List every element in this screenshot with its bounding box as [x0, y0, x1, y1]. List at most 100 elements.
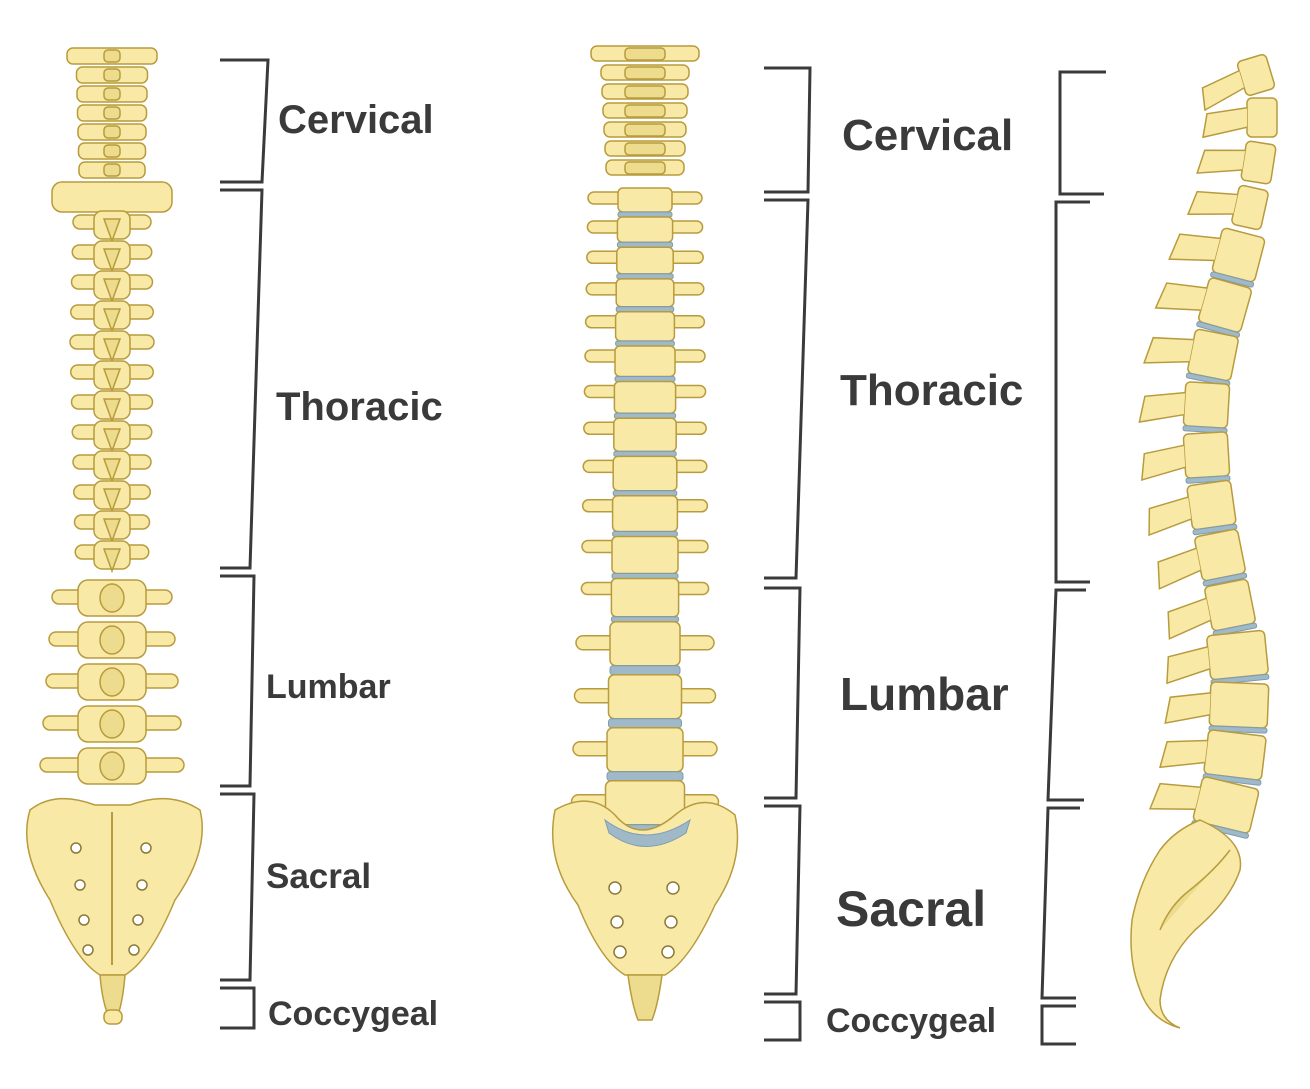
lateral-intervertebral-disc	[1202, 572, 1248, 587]
anterior-thoracic-vertebra	[611, 535, 679, 575]
posterior-spine-illustration	[39, 47, 185, 785]
anterior-vertebral-body	[624, 85, 666, 99]
posterior-spinous-process	[102, 548, 122, 574]
label-posterior-coccygeal: Coccygeal	[268, 995, 438, 1033]
posterior-spinous-process	[103, 68, 121, 82]
posterior-spinous-process	[102, 218, 122, 244]
bracket-posterior-thoracic	[220, 188, 264, 570]
lateral-intervertebral-disc	[1196, 321, 1241, 338]
bracket-lateral-coccygeal	[1040, 1004, 1076, 1046]
posterior-spinous-process	[103, 87, 121, 101]
lateral-vertebra	[1186, 184, 1269, 231]
lateral-vertebral-body	[1206, 629, 1269, 681]
lateral-spinous-process	[1167, 597, 1211, 640]
label-posterior-lumbar: Lumbar	[266, 668, 391, 706]
lateral-vertebra	[1141, 431, 1231, 484]
lateral-spinous-process	[1143, 336, 1194, 364]
posterior-spinous-process	[99, 751, 125, 781]
anterior-sacrum	[551, 800, 739, 1021]
bracket-lateral-lumbar	[1046, 588, 1086, 802]
lateral-intervertebral-disc	[1212, 622, 1258, 637]
anterior-thoracic-vertebra	[615, 278, 675, 308]
lateral-vertebral-body	[1231, 184, 1269, 231]
posterior-sacrum	[26, 797, 203, 1025]
anterior-intervertebral-disc	[609, 665, 681, 676]
lateral-spinous-process	[1164, 692, 1211, 725]
label-anterior-sacral: Sacral	[836, 881, 986, 937]
posterior-spinous-process	[102, 398, 122, 424]
lateral-intervertebral-disc	[1185, 475, 1231, 484]
anterior-intervertebral-disc	[608, 718, 682, 729]
label-posterior-cervical: Cervical	[278, 98, 434, 142]
lateral-vertebra	[1143, 328, 1239, 387]
posterior-spinous-process	[102, 308, 122, 334]
anterior-thoracic-vertebra	[611, 495, 679, 533]
posterior-spinous-process	[103, 125, 121, 139]
label-anterior-coccygeal: Coccygeal	[826, 1002, 996, 1040]
anterior-lumbar-vertebra	[606, 727, 684, 773]
lateral-vertebra	[1166, 629, 1270, 686]
anterior-intervertebral-disc	[606, 771, 684, 782]
lateral-vertebra	[1202, 97, 1278, 139]
lateral-vertebra	[1196, 140, 1277, 185]
posterior-spinous-process	[102, 248, 122, 274]
posterior-spinous-process	[103, 144, 121, 158]
anterior-vertebral-body	[624, 123, 666, 137]
posterior-spinous-process	[102, 428, 122, 454]
lateral-spinous-process	[1186, 190, 1238, 216]
lateral-spinous-process	[1166, 646, 1210, 685]
posterior-spinous-process	[99, 625, 125, 655]
posterior-spinous-process	[102, 278, 122, 304]
bracket-anterior-sacral	[764, 804, 802, 996]
lateral-spinous-process	[1196, 149, 1246, 174]
posterior-spinous-process	[103, 163, 121, 177]
anterior-vertebral-body	[624, 161, 666, 175]
lateral-sacrum-ridge	[1159, 849, 1231, 931]
lateral-vertebra	[1158, 729, 1267, 786]
bracket-posterior-lumbar	[220, 574, 256, 788]
lateral-spinous-process	[1138, 391, 1186, 423]
anterior-thoracic-vertebra	[616, 216, 674, 244]
anterior-lumbar-vertebra	[607, 674, 683, 720]
anterior-thoracic-vertebra	[613, 380, 677, 415]
anterior-thoracic-vertebra	[614, 345, 676, 378]
lateral-spine-illustration	[1130, 54, 1278, 1029]
posterior-t1-vertebra	[51, 181, 173, 213]
posterior-spinous-process	[103, 106, 121, 120]
lateral-brackets	[1040, 70, 1106, 1046]
lateral-vertebral-body	[1203, 729, 1267, 781]
posterior-spinous-process	[102, 518, 122, 544]
lateral-vertebral-body	[1194, 528, 1246, 582]
bracket-posterior-sacral	[220, 792, 256, 982]
bracket-lateral-thoracic	[1054, 200, 1090, 584]
posterior-spinous-process	[102, 338, 122, 364]
lateral-intervertebral-disc	[1185, 372, 1231, 387]
anterior-thoracic-vertebra	[612, 455, 678, 492]
posterior-spinous-process	[102, 458, 122, 484]
posterior-brackets	[220, 58, 270, 1030]
anterior-vertebral-body	[624, 47, 666, 61]
posterior-spinous-process	[99, 709, 125, 739]
anterior-thoracic-vertebra	[610, 577, 680, 618]
bracket-anterior-cervical	[764, 66, 812, 194]
bracket-anterior-lumbar	[764, 586, 802, 800]
lateral-spinous-process	[1148, 782, 1201, 811]
anterior-thoracic-vertebra	[617, 187, 673, 213]
anterior-brackets	[764, 66, 812, 1042]
lateral-vertebral-body	[1187, 328, 1239, 382]
lateral-vertebral-body	[1186, 479, 1237, 531]
lateral-vertebral-body	[1208, 681, 1270, 729]
lateral-vertebra	[1138, 381, 1231, 434]
anterior-thoracic-vertebra	[613, 417, 677, 453]
lateral-spinous-process	[1157, 547, 1201, 590]
lateral-spinous-process	[1158, 739, 1208, 769]
lateral-sacrum	[1130, 819, 1242, 1029]
lateral-intervertebral-disc	[1210, 271, 1255, 288]
label-anterior-thoracic: Thoracic	[840, 366, 1023, 415]
lateral-spinous-process	[1154, 282, 1208, 311]
bracket-anterior-coccygeal	[764, 1000, 802, 1042]
lateral-vertebra	[1164, 681, 1270, 734]
lateral-vertebra	[1148, 776, 1260, 839]
lateral-vertebral-body	[1182, 381, 1231, 429]
